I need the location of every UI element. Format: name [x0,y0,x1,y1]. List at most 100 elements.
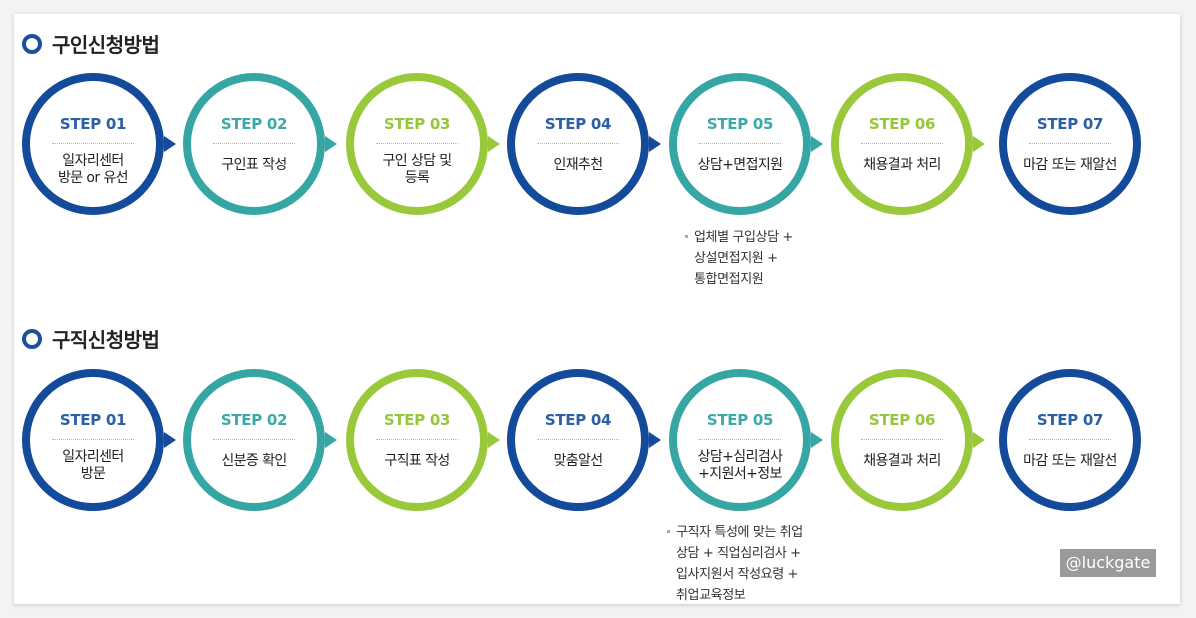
step-text-line: 마감 또는 재알선 [1023,157,1117,173]
step-text-line: +지원서+정보 [698,466,782,482]
step-divider [537,143,619,144]
step-text: 일자리센터 방문 [38,449,148,483]
step-text-line: 방문 or 유선 [58,170,129,186]
note-line: 상담 + 직업심리검사 + [676,546,801,561]
step-divider [537,439,619,440]
employer-step-03: STEP 03 구인 상담 및 등록 [346,73,500,215]
circle-bullet-icon [22,328,42,349]
step-label: STEP 07 [1036,411,1104,429]
step-label: STEP 01 [59,411,127,429]
jobseeker-step-05-note: 구직자 특성에 맞는 취업 상담 + 직업심리검사 + 입사지원서 작성요령 +… [667,522,803,606]
step-text: 채용결과 처리 [847,157,957,174]
section-title-jobseeker: 구직신청방법 [22,324,160,353]
note-line: 통합면접지원 [694,272,764,287]
arrow-right-icon [164,432,176,448]
step-label: STEP 03 [383,115,451,133]
employer-step-07: STEP 07 마감 또는 재알선 [999,73,1141,215]
employer-step-04: STEP 04 인재추천 [507,73,661,215]
step-text: 인재추천 [523,157,633,174]
jobseeker-step-05: STEP 05 상담+심리검사 +지원서+정보 [669,369,823,511]
note-line: 상설면접지원 + [694,251,778,266]
step-divider [52,143,134,144]
section-title-text: 구직신청방법 [52,328,160,352]
step-text-line: 구직표 작성 [384,453,450,469]
employer-step-05: STEP 05 상담+면접지원 [669,73,823,215]
step-label: STEP 01 [59,115,127,133]
arrow-right-icon [649,432,661,448]
jobseeker-step-02: STEP 02 신분증 확인 [183,369,337,511]
arrow-right-icon [488,136,500,152]
step-label: STEP 06 [868,115,936,133]
step-label: STEP 04 [544,115,612,133]
jobseeker-step-04: STEP 04 맞춤알선 [507,369,661,511]
step-label: STEP 05 [706,115,774,133]
step-text: 마감 또는 재알선 [1015,157,1125,174]
arrow-right-icon [811,432,823,448]
arrow-right-icon [649,136,661,152]
note-line: 취업교육정보 [676,588,746,603]
step-text-line: 채용결과 처리 [863,157,941,173]
step-label: STEP 07 [1036,115,1104,133]
step-label: STEP 03 [383,411,451,429]
jobseeker-step-01: STEP 01 일자리센터 방문 [22,369,176,511]
arrow-right-icon [973,432,985,448]
arrow-right-icon [811,136,823,152]
step-text-line: 채용결과 처리 [863,453,941,469]
step-text: 신분증 확인 [199,453,309,470]
step-text-line: 구인 상담 및 [382,153,452,169]
section-title-text: 구인신청방법 [52,33,160,57]
arrow-right-icon [488,432,500,448]
step-text-line: 맞춤알선 [553,453,603,469]
step-divider [213,439,295,440]
step-text: 맞춤알선 [523,453,633,470]
arrow-right-icon [973,136,985,152]
step-label: STEP 05 [706,411,774,429]
note-line: 업체별 구입상담 + [694,230,793,245]
note-line: 입사지원서 작성요령 + [676,567,798,582]
jobseeker-step-06: STEP 06 채용결과 처리 [831,369,985,511]
step-divider [699,143,781,144]
step-text-line: 등록 [404,170,430,186]
jobseeker-step-03: STEP 03 구직표 작성 [346,369,500,511]
employer-step-06: STEP 06 채용결과 처리 [831,73,985,215]
step-text-line: 인재추천 [553,157,603,173]
step-text-line: 신분증 확인 [221,453,287,469]
arrow-right-icon [164,136,176,152]
step-text: 구인 상담 및 등록 [362,153,472,187]
step-text-line: 일자리센터 [62,449,124,465]
employer-step-02: STEP 02 구인표 작성 [183,73,337,215]
step-text-line: 방문 [80,466,106,482]
step-label: STEP 06 [868,411,936,429]
step-divider [213,143,295,144]
section-title-employer: 구인신청방법 [22,29,160,58]
step-divider [376,439,458,440]
note-bullet-icon [667,530,670,533]
step-text-line: 상담+심리검사 [697,449,783,465]
step-divider [376,143,458,144]
employer-step-01: STEP 01 일자리센터 방문 or 유선 [22,73,176,215]
circle-bullet-icon [22,33,42,54]
step-text: 마감 또는 재알선 [1015,453,1125,470]
step-divider [861,143,943,144]
step-text: 구직표 작성 [362,453,472,470]
step-divider [1029,143,1111,144]
watermark: @luckgate [1060,549,1156,577]
jobseeker-step-07: STEP 07 마감 또는 재알선 [999,369,1141,511]
arrow-right-icon [325,432,337,448]
note-line: 구직자 특성에 맞는 취업 [676,525,803,540]
step-text-line: 마감 또는 재알선 [1023,453,1117,469]
step-label: STEP 02 [220,411,288,429]
step-text-line: 일자리센터 [62,153,124,169]
step-divider [1029,439,1111,440]
step-divider [52,439,134,440]
arrow-right-icon [325,136,337,152]
step-text-line: 상담+면접지원 [697,157,783,173]
step-label: STEP 02 [220,115,288,133]
step-label: STEP 04 [544,411,612,429]
step-divider [699,439,781,440]
step-text: 구인표 작성 [199,157,309,174]
step-text: 상담+면접지원 [685,157,795,174]
employer-step-05-note: 업체별 구입상담 + 상설면접지원 + 통합면접지원 [685,227,793,290]
step-divider [861,439,943,440]
step-text: 상담+심리검사 +지원서+정보 [685,449,795,483]
